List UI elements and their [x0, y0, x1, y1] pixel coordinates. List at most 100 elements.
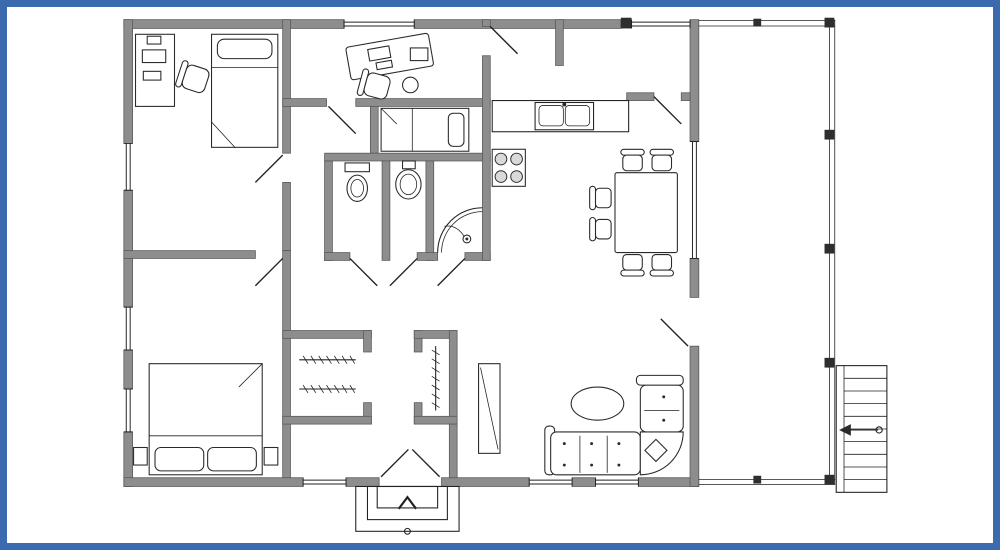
wall-top-2 — [413, 19, 622, 29]
door-wc — [349, 257, 378, 287]
office-chair-icon — [175, 60, 210, 94]
dining-chair-icon — [649, 148, 675, 172]
shower-hose — [444, 225, 465, 237]
keyboard-icon — [142, 70, 162, 81]
porch-step-outer — [355, 485, 460, 532]
single-bed-icon — [380, 107, 470, 152]
wall-closet-left-bottom — [282, 415, 372, 425]
single-bed-icon — [210, 33, 279, 148]
dining-chair-icon — [649, 253, 675, 277]
window-bottom-1 — [303, 477, 347, 487]
monitor-icon — [367, 45, 392, 62]
room-office-top-center — [345, 32, 434, 100]
wall-bath-block-top — [324, 152, 491, 162]
windows — [123, 19, 699, 487]
room-small-bedroom — [380, 107, 470, 152]
wall-top-1 — [123, 19, 345, 29]
terrace-edge-bottom — [698, 479, 836, 485]
closet-right — [431, 346, 440, 411]
corner-desk-icon — [134, 33, 176, 107]
wall-bath-block-west — [324, 160, 333, 261]
door-terrace — [660, 318, 689, 347]
porch-step-inner — [376, 485, 439, 509]
window-top-2-glass — [631, 19, 691, 29]
sofa-seat-right — [639, 384, 684, 433]
terrace-post-2 — [824, 129, 835, 140]
door-entrance-right — [411, 448, 441, 478]
window-right-dining-glass — [690, 141, 699, 259]
desk-icon — [345, 32, 434, 81]
sofa-pillow-icon — [644, 438, 668, 463]
entrance-porch — [355, 485, 460, 535]
wall-office-south-2 — [355, 98, 491, 107]
hanger-hooks — [431, 349, 440, 408]
sofa-seat-bottom — [550, 431, 641, 476]
wall-right-2 — [689, 258, 700, 298]
terrace — [698, 17, 836, 485]
terrace-post-bottom-mid — [753, 475, 762, 484]
wall-dining-north-2 — [680, 92, 691, 101]
door-office-kitchen — [489, 26, 519, 55]
pillow — [154, 446, 205, 472]
printer-icon — [409, 47, 429, 62]
window-right-dining — [690, 141, 699, 259]
sofa-armrest — [635, 374, 684, 386]
hanger-hooks — [302, 355, 356, 364]
dining-chair-icon — [589, 216, 612, 242]
room-dining — [589, 148, 678, 277]
window-bottom-2 — [529, 477, 573, 487]
hanger-hooks — [302, 384, 356, 394]
window-bottom-3-glass — [595, 477, 639, 487]
porch-marker-circle — [403, 527, 411, 535]
wall-left-2 — [123, 189, 133, 308]
nightstand-icon — [133, 446, 148, 466]
window-top-2 — [631, 19, 691, 29]
wall-bedroom-north — [123, 250, 256, 259]
room-office-top-left — [134, 33, 279, 148]
stairs-steps — [844, 377, 887, 481]
stairs-marker-circle — [875, 426, 883, 434]
door-office-top-left — [254, 154, 284, 183]
corner-sofa-icon — [544, 374, 684, 476]
terrace-post-5 — [824, 474, 835, 485]
dining-chair-icon — [620, 253, 645, 277]
wall-closet-left-east-a — [363, 330, 372, 353]
terrace-post-3 — [824, 243, 835, 254]
wall-bedroom-east — [282, 250, 291, 479]
window-bottom-3 — [595, 477, 639, 487]
left-arrow-icon — [839, 424, 851, 436]
pillow — [216, 38, 273, 60]
pillow — [207, 446, 257, 472]
wall-left-3 — [123, 349, 133, 390]
faucet-icon — [562, 102, 567, 107]
dining-chair-icon — [589, 185, 612, 211]
window-left-3 — [123, 389, 133, 432]
wall-office-divider-bottom — [282, 182, 291, 252]
wall-closet-right-east — [448, 330, 458, 425]
terrace-edge-top — [698, 20, 836, 27]
wall-bath-shower-divider — [425, 160, 435, 261]
window-left-3-glass — [123, 388, 133, 433]
porch-step-middle — [366, 485, 448, 521]
wall-bath-block-bottom-1 — [324, 252, 351, 261]
doors — [254, 26, 689, 478]
wall-bottom-4 — [571, 477, 596, 487]
wall-right-3 — [689, 345, 700, 487]
office-chair-icon — [356, 68, 391, 100]
window-top-1 — [344, 19, 415, 29]
wall-post-top — [620, 17, 632, 29]
wall-kitchen-west-b — [482, 55, 491, 261]
window-left-2-glass — [123, 306, 133, 351]
room-kitchen — [491, 100, 630, 187]
wall-dining-north-1 — [626, 92, 655, 101]
monitor-icon — [141, 49, 167, 64]
dining-chair-icon — [620, 148, 645, 172]
sofa-cushion-seams — [579, 410, 680, 473]
terrace-post-top-mid — [753, 18, 762, 27]
door-hall-office — [327, 105, 357, 135]
oval-coffee-table-icon — [570, 386, 625, 421]
room-shower — [437, 207, 483, 253]
wall-closet-right-bottom — [413, 415, 458, 425]
wall-right-1 — [689, 19, 700, 142]
